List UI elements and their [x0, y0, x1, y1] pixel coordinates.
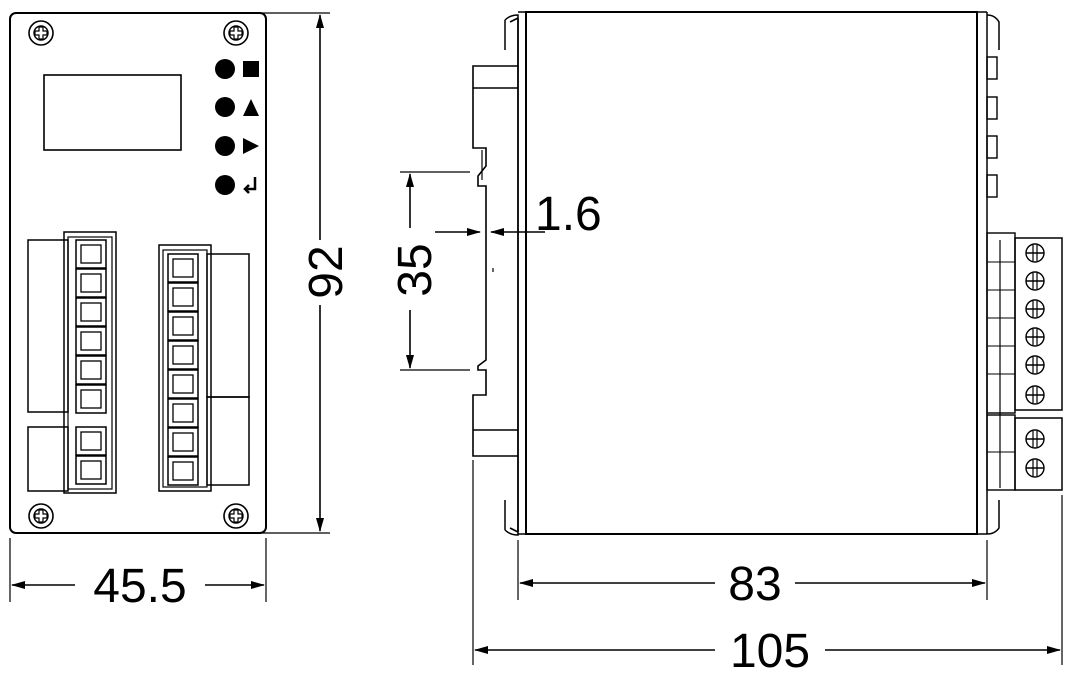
front-view — [9, 12, 267, 534]
screw-icon — [223, 20, 249, 46]
side-buttons — [986, 56, 998, 198]
led-icon — [215, 136, 235, 156]
display-window — [43, 74, 182, 151]
indicator-panel — [215, 59, 259, 195]
led-icon — [215, 59, 235, 79]
screw-icon — [28, 503, 54, 529]
din-rail-clip — [472, 65, 518, 457]
screw-icon — [28, 20, 54, 46]
screw-icon — [223, 503, 249, 529]
led-icon — [215, 175, 235, 195]
enter-arrow-icon — [243, 177, 257, 194]
side-housing-edge-right — [986, 12, 1000, 535]
side-housing-edge-left — [504, 14, 519, 536]
dimension-label-rail-height: 35 — [389, 243, 442, 296]
left-terminal-block — [27, 231, 117, 494]
dimension-front-width: 45.5 — [9, 538, 267, 613]
right-terminal-block — [158, 244, 250, 492]
dimension-label-height: 92 — [300, 245, 353, 298]
dimension-overall-depth: 105 — [472, 460, 1063, 678]
side-view — [472, 11, 1063, 536]
right-triangle-icon — [243, 138, 259, 154]
up-triangle-icon — [243, 99, 259, 116]
stop-square-icon — [243, 61, 259, 77]
led-icon — [215, 97, 235, 117]
dimension-label-rail-thickness: 1.6 — [535, 188, 602, 241]
dimension-rail-thickness: 1.6 — [435, 188, 602, 241]
dimension-body-depth: 83 — [517, 540, 988, 611]
front-panel — [9, 12, 267, 534]
side-terminal-block — [986, 232, 1063, 491]
dimension-label-body-depth: 83 — [728, 558, 781, 611]
dimension-rail-height: 35 — [389, 171, 470, 371]
dimension-height: 92 — [262, 12, 353, 534]
dimension-label-front-width: 45.5 — [93, 560, 186, 613]
side-housing — [525, 11, 978, 535]
dimension-label-overall-depth: 105 — [730, 625, 810, 678]
